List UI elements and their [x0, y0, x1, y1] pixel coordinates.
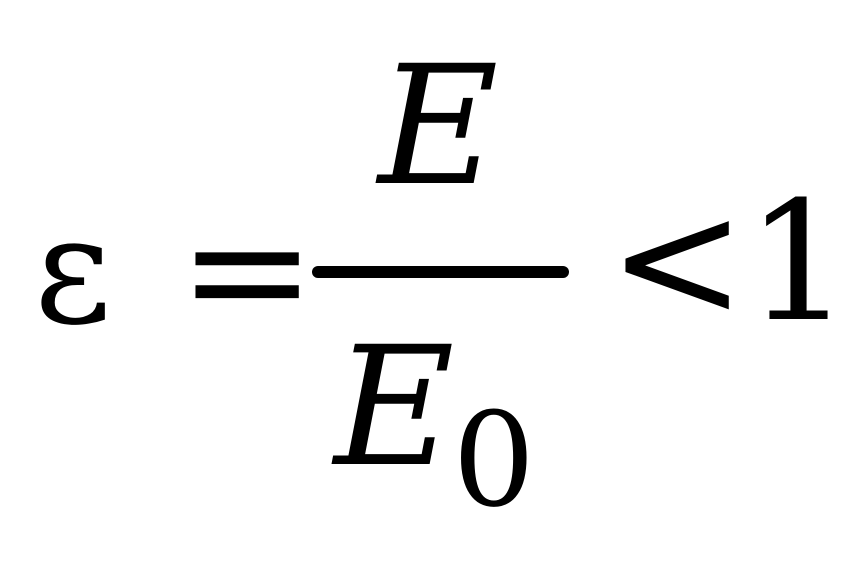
denominator-base: E [334, 311, 455, 503]
formula-less-than-sign: < [608, 164, 747, 356]
fraction-numerator: E [378, 30, 499, 222]
formula-lhs-epsilon: ε [34, 184, 112, 358]
denominator-subscript: 0 [452, 384, 536, 536]
fraction-bar [312, 266, 569, 278]
fraction-denominator: E0 [334, 311, 536, 536]
formula-equals-sign: = [178, 174, 317, 366]
formula-rhs-value: 1 [746, 166, 851, 358]
